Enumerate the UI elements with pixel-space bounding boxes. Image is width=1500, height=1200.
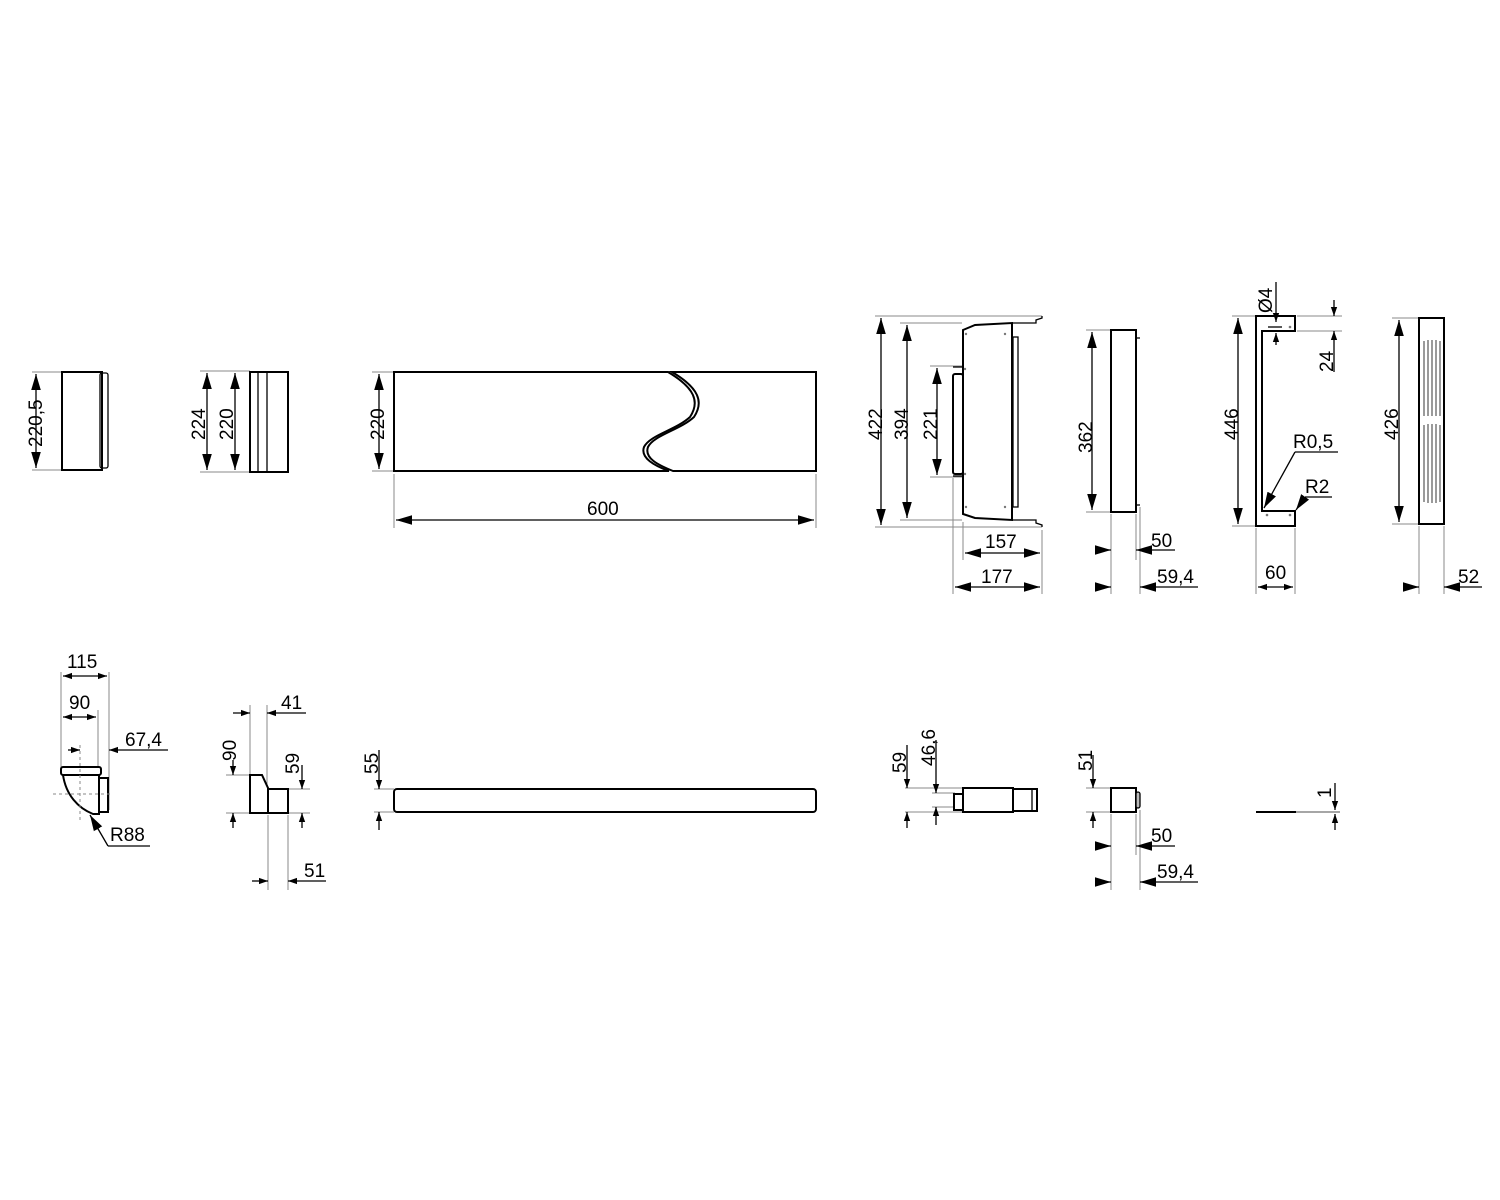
dim-part5-depth-inner: 50 [1151,531,1172,552]
part-gasket-strip: 1 [1256,783,1340,830]
dim-part9-outlet-width: 51 [304,861,325,882]
dim-part6-inner-radius: R0,5 [1293,432,1333,453]
dim-part5-depth-outer: 59,4 [1157,567,1194,588]
dim-part3-length: 600 [587,499,619,520]
part-duct-connector-short: 220,5 [26,371,109,471]
part-duct-connector-flanged: 224 220 [189,370,289,473]
dim-part4-height-body: 394 [892,408,913,440]
dim-part6-hole: Ø4 [1256,287,1277,313]
dim-part4-height-inset: 221 [921,408,942,440]
dim-part3-height: 220 [368,408,389,440]
dim-part13-thickness: 1 [1315,787,1336,798]
dim-part10-height: 55 [362,753,383,774]
part-reducer-adapter: 41 90 59 51 [220,693,326,890]
dim-part8-width-overall: 115 [67,652,97,673]
dim-part12-depth-inner: 50 [1151,826,1172,847]
dim-part4-height-overall: 422 [866,408,887,440]
dim-part4-depth-body: 157 [985,532,1017,553]
dim-part7-width: 52 [1458,567,1479,588]
dim-part2-height-outer: 224 [189,408,210,440]
dim-part9-outlet-height: 59 [283,753,304,774]
dim-part6-height: 446 [1222,408,1243,440]
part-end-cap: 51 50 59,4 [1076,750,1198,890]
dim-part6-width: 60 [1265,563,1286,584]
dim-part6-outer-radius: R2 [1305,477,1329,498]
part-round-adapter: 59 46,6 [890,729,1038,828]
part-rectangular-panel: 362 50 59,4 [1076,329,1198,594]
part-bracket: 446 Ø4 24 R0,5 R2 60 [1222,282,1342,594]
part-wall-mount-unit: 422 394 221 157 177 [866,315,1043,594]
part-grille-filter: 426 52 [1382,317,1482,594]
dim-part9-height: 90 [220,740,241,761]
part-elbow-bend: 115 90 67,4 R88 [53,652,168,847]
part-flat-duct-pipe: 55 [362,750,817,830]
dim-part8-radius: R88 [110,825,145,846]
dim-part7-height: 426 [1382,408,1403,440]
grille-slots [1423,340,1441,503]
dim-part5-height: 362 [1076,421,1097,453]
part-flat-duct-section: 220 600 [368,371,817,528]
dim-part12-height: 51 [1076,750,1097,771]
dim-part1-height: 220,5 [26,399,47,447]
dim-part6-flange: 24 [1317,350,1338,372]
dim-part8-width-inner: 90 [69,693,90,714]
dim-part4-depth-overall: 177 [981,567,1013,588]
dim-part11-height-inner: 46,6 [919,729,940,766]
dim-part9-step-width: 41 [281,693,302,714]
dim-part8-offset: 67,4 [125,730,162,751]
dim-part12-depth-outer: 59,4 [1157,862,1194,883]
dim-part11-height-outer: 59 [890,752,911,773]
dim-part2-height-inner: 220 [217,408,238,440]
